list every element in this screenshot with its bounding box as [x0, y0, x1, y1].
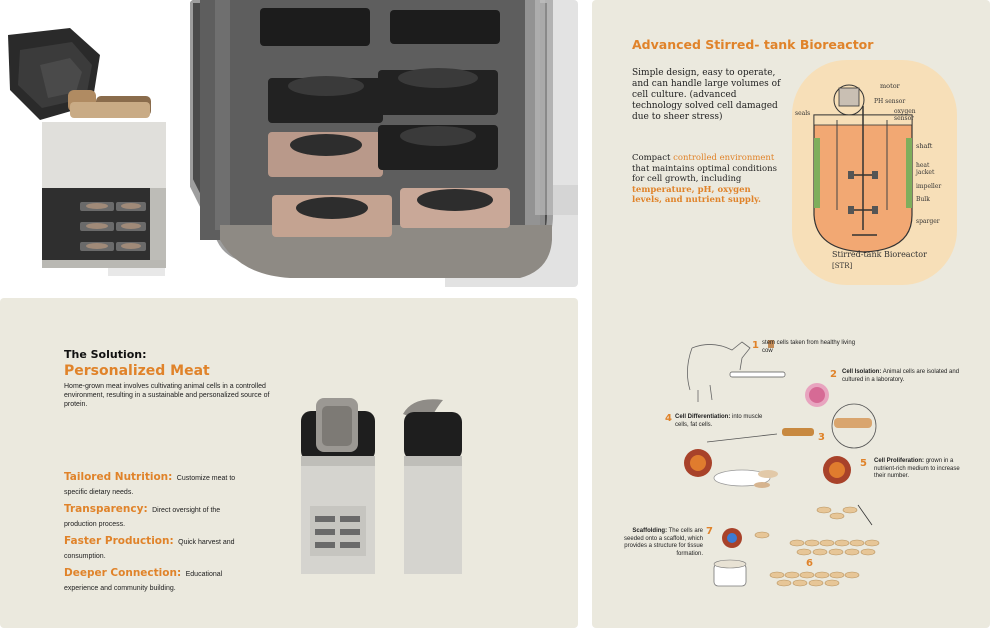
- step-desc: Cell Proliferation: grown in a nutrient-…: [874, 458, 964, 481]
- trays-closeup-render: [190, 0, 578, 287]
- benefit-text: Quick harvest and consumption.: [64, 539, 235, 560]
- solution-kicker: The Solution:: [64, 348, 147, 361]
- step-number: 6: [806, 558, 813, 569]
- step-number: 3: [818, 432, 825, 443]
- step-text: The cells are seeded onto a scaffold, wh…: [624, 528, 703, 557]
- solution-panel: The Solution: Personalized Meat Home-gro…: [0, 298, 578, 628]
- label-oxygen-sensor: oxygen sensor: [894, 108, 916, 122]
- benefit-text: Educational experience and community bui…: [64, 571, 223, 592]
- step-title: Cell Isolation:: [842, 369, 882, 375]
- step-title: Cell Proliferation:: [874, 458, 925, 464]
- benefit-item: Transparency: Direct oversight of the pr…: [64, 502, 254, 530]
- label-seals: seals: [795, 110, 811, 117]
- step-number: 4: [665, 413, 672, 424]
- device-front-render: [301, 398, 375, 574]
- label-ph-sensor: PH sensor: [874, 98, 906, 105]
- step-number: 2: [830, 369, 837, 380]
- benefit-title: Tailored Nutrition:: [64, 471, 173, 483]
- process-diagram: [684, 340, 880, 587]
- step-desc: Cell Isolation: Animal cells are isolate…: [842, 369, 962, 384]
- benefit-title: Transparency:: [64, 503, 148, 515]
- benefit-title: Faster Production:: [64, 535, 174, 547]
- trays-closeup-image: [190, 0, 578, 287]
- solution-description: Home-grown meat involves cultivating ani…: [64, 383, 270, 408]
- bioreactor-drawing: [813, 84, 913, 253]
- benefit-text: Direct oversight of the production proce…: [64, 507, 221, 528]
- label-bulk: Bulk: [916, 196, 930, 203]
- solution-title: Personalized Meat: [64, 363, 210, 379]
- step-title: Cell Differentiation:: [675, 414, 731, 420]
- features-mid: that maintains optimal conditions for ce…: [632, 163, 777, 185]
- bioreactor-features: Compact controlled environment that main…: [632, 153, 777, 206]
- device-render-small: [8, 28, 166, 276]
- features-highlight-2: temperature, pH, oxygen levels, and nutr…: [632, 184, 761, 206]
- features-pre: Compact: [632, 153, 674, 163]
- step-desc: Scaffolding: The cells are seeded onto a…: [617, 528, 703, 558]
- step-title: Scaffolding:: [632, 528, 668, 534]
- step-text: grown in a nutrient-rich medium to incre…: [874, 458, 960, 479]
- benefit-list: Tailored Nutrition: Customize meat to sp…: [64, 470, 254, 598]
- label-sparger: sparger: [916, 218, 940, 225]
- step-desc: Cell Differentiation: into muscle cells,…: [675, 414, 770, 429]
- bioreactor-sketch: motor PH sensor oxygen sensor seals shaf…: [792, 60, 957, 285]
- step-text: Animal cells are isolated and cultured i…: [842, 369, 960, 383]
- bioreactor-title: Advanced Stirred- tank Bioreactor: [632, 37, 874, 52]
- label-impeller: impeller: [916, 183, 942, 190]
- bioreactor-desc: Simple design, easy to operate, and can …: [632, 68, 781, 122]
- step-text: into muscle cells, fat cells.: [675, 414, 763, 428]
- step-text: stem cells taken from healthy living cow: [762, 340, 856, 354]
- sketch-caption-2: [STR]: [832, 262, 853, 270]
- device-side-render: [403, 399, 462, 574]
- step-number: 7: [706, 526, 713, 537]
- features-highlight-1: controlled environment: [673, 153, 775, 163]
- benefit-item: Deeper Connection: Educational experienc…: [64, 566, 254, 594]
- benefit-item: Tailored Nutrition: Customize meat to sp…: [64, 470, 254, 498]
- benefit-text: Customize meat to specific dietary needs…: [64, 475, 236, 496]
- label-motor: motor: [880, 82, 900, 90]
- benefit-item: Faster Production: Quick harvest and con…: [64, 534, 254, 562]
- benefit-title: Deeper Connection:: [64, 567, 182, 579]
- label-heat-jacket: heat jacket: [916, 162, 935, 176]
- bioreactor-panel: Advanced Stirred- tank Bioreactor Simple…: [592, 0, 990, 628]
- step-number: 1: [752, 340, 759, 351]
- label-shaft: shaft: [916, 142, 933, 150]
- sketch-caption: Stirred-tank Bioreactor: [832, 250, 927, 259]
- step-number: 5: [860, 458, 867, 469]
